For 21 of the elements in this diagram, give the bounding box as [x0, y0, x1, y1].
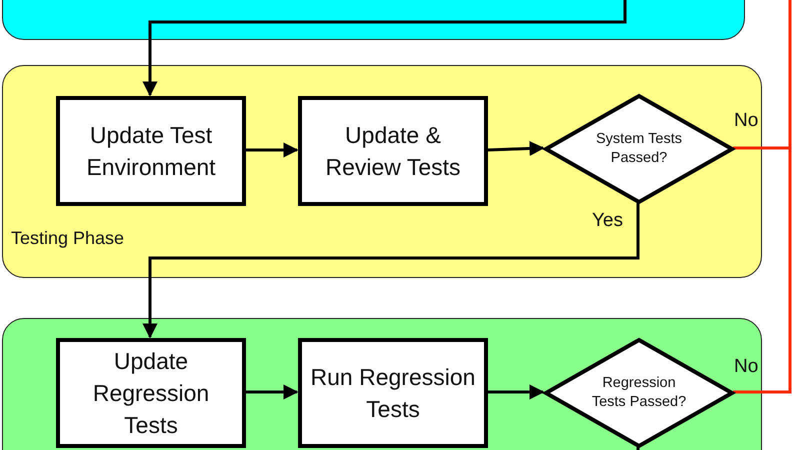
process-box: Update Test Environment — [56, 96, 246, 206]
arrow — [142, 0, 626, 96]
process-box: Run Regression Tests — [298, 338, 488, 448]
arrow — [245, 142, 298, 158]
process-box: Update Regression Tests — [56, 338, 246, 448]
arrow — [487, 384, 544, 400]
flow-line — [733, 148, 792, 394]
edge-label: No — [734, 356, 758, 378]
arrow — [245, 384, 298, 400]
decision-diamond: System Tests Passed? — [544, 94, 734, 204]
arrow — [142, 203, 640, 338]
arrow — [486, 140, 544, 156]
flow-line — [733, 0, 792, 150]
phase-panel — [2, 318, 762, 450]
phase-label: Testing Phase — [11, 228, 124, 249]
edge-label: Yes — [592, 210, 623, 232]
process-box: Update & Review Tests — [298, 96, 488, 206]
flow-line — [636, 447, 640, 450]
decision-diamond: Regression Tests Passed? — [544, 338, 734, 448]
phase-panel — [2, 65, 762, 278]
edge-label: No — [734, 110, 758, 132]
